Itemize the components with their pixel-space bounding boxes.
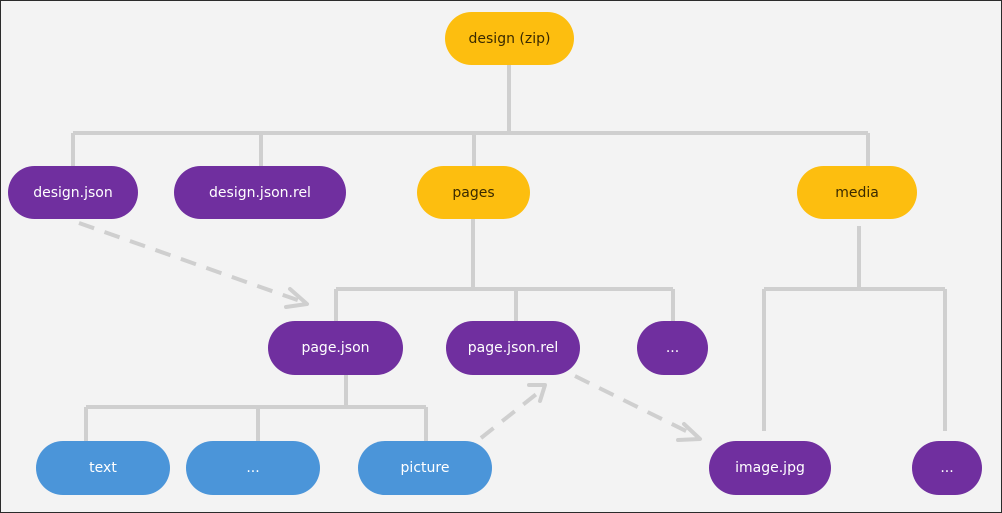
design-zip-node: design (zip): [445, 12, 574, 65]
tree-connector-page-json: [84, 375, 428, 441]
tree-connector-media: [762, 226, 947, 431]
page-json-node: page.json: [268, 321, 403, 375]
media-node: media: [797, 166, 917, 219]
picture-node: picture: [358, 441, 492, 495]
reference-arrow-design-json-to-page-json: [78, 221, 304, 304]
design-json-node: design.json: [8, 166, 138, 219]
reference-arrow-page-json-rel-to-image-jpg: [574, 374, 695, 437]
pages-more-node: ...: [637, 321, 708, 375]
tree-connector-design-zip: [71, 65, 870, 166]
arrowhead-page-json-rel-to-image-jpg: [676, 422, 702, 442]
design-json-rel-node: design.json.rel: [174, 166, 346, 219]
media-more-node: ...: [912, 441, 982, 495]
arrowhead-picture-to-page-json-rel: [527, 383, 547, 403]
arrowhead-design-json-to-page-json: [284, 287, 309, 309]
reference-arrow-picture-to-page-json-rel: [479, 390, 541, 440]
text-node: text: [36, 441, 170, 495]
pages-node: pages: [417, 166, 530, 219]
elements-more-node: ...: [186, 441, 320, 495]
page-json-rel-node: page.json.rel: [446, 321, 580, 375]
image-jpg-node: image.jpg: [709, 441, 831, 495]
tree-connector-pages: [334, 219, 675, 321]
